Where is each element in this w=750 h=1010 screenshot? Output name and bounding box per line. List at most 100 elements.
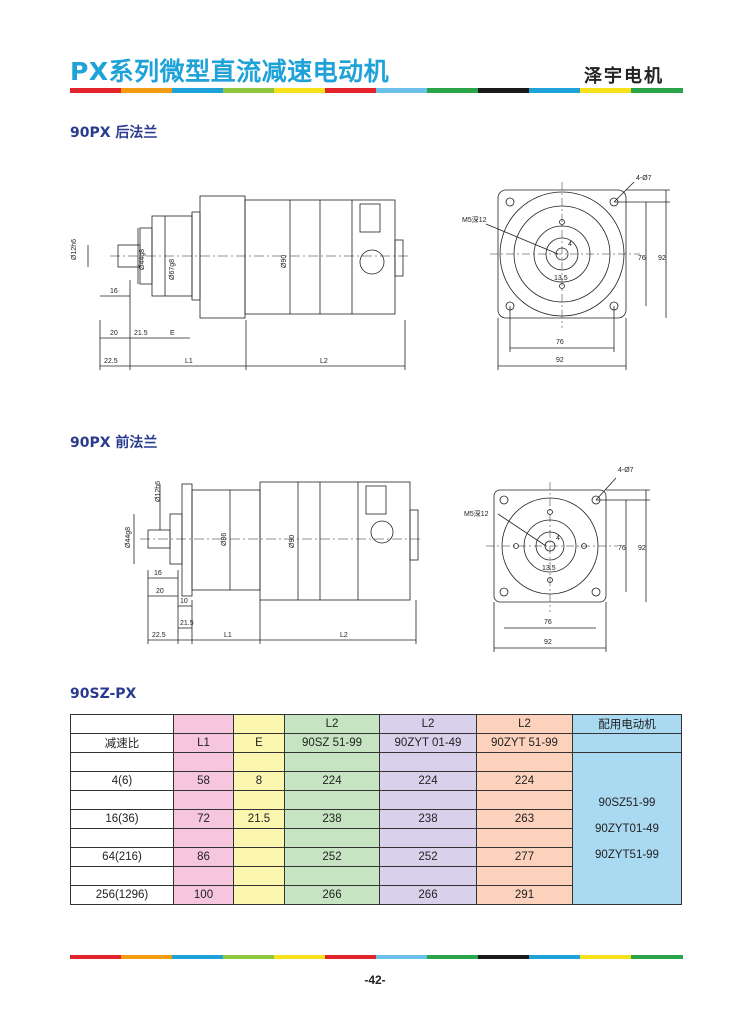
dim-e: E [170,330,175,337]
dim-20: 20 [156,588,164,595]
dim-16: 16 [110,288,118,295]
cell-l2-b: 238 [379,809,477,829]
header-cell [233,714,285,734]
dim-spigot-diameter: Ø44g8 [139,249,146,270]
stripe-segment [376,955,428,959]
cell-ratio: 64(216) [70,847,174,867]
cell-l2-b: 224 [379,771,477,791]
dim-l1: L1 [185,358,193,365]
stripe-segment [478,88,530,93]
table-row: 256(1296) 100 266 266 291 [70,885,682,905]
dim-21-5: 21.5 [180,620,194,627]
cell-l1: 58 [173,771,234,791]
header-cell-l1: L1 [173,733,234,753]
motor-list-cell: 90SZ51-99 90ZYT01-49 90ZYT51-99 [572,752,682,905]
table-header-row-1: L2 L2 L2 配用电动机 [70,714,682,734]
cell-e [233,885,285,905]
cell-l2-a: 238 [284,809,380,829]
cell-l2-c: 263 [476,809,573,829]
section-title-rear-flange: 90PX 后法兰 [70,125,158,141]
stripe-segment [580,955,632,959]
dim-13-5: 13.5 [554,275,568,282]
header-cell-blank [572,733,682,753]
header-cell-l2: L2 [284,714,380,734]
dim-l1: L1 [224,632,232,639]
stripe-segment [631,88,683,93]
dim-width-h: 92 [544,639,552,646]
stripe-segment [376,88,428,93]
front-flange-side-drawing: Ø12h6 Ø44g8 Ø86 Ø90 16 20 10 21.5 22.5 L… [125,481,420,644]
spacer-row [70,828,682,848]
header-cell-ratio: 减速比 [70,733,174,753]
dim-mounting-holes: 4-Ø7 [636,175,652,182]
stripe-segment [631,955,683,959]
cell-l2-a: 266 [284,885,380,905]
stripe-segment [325,88,377,93]
dim-key-4: 4 [556,535,560,542]
header-cell-l2: L2 [476,714,573,734]
table-header-row-2: 减速比 L1 E 90SZ 51-99 90ZYT 01-49 90ZYT 51… [70,733,682,753]
cell-l2-c: 291 [476,885,573,905]
stripe-segment [580,88,632,93]
cell-l1: 86 [173,847,234,867]
stripe-segment [274,88,326,93]
cell-e [233,847,285,867]
header-cell-e: E [233,733,285,753]
dim-mounting-holes: 4-Ø7 [618,467,634,474]
stripe-segment [172,955,224,959]
dim-hole-spacing-h: 76 [544,619,552,626]
dim-key-4: 4 [568,241,572,248]
dim-tapped-hole: M5深12 [464,509,489,518]
cell-l1: 100 [173,885,234,905]
stripe-segment [70,88,122,93]
cell-l2-a: 252 [284,847,380,867]
section-title-front-flange: 90PX 前法兰 [70,435,158,451]
cell-l2-c: 277 [476,847,573,867]
table-row: 16(36) 72 21.5 238 238 263 [70,809,682,829]
dim-flange-diameter: Ø67g8 [169,259,176,280]
header-cell-motor: 配用电动机 [572,714,682,734]
stripe-segment [274,955,326,959]
dim-10: 10 [180,598,188,605]
cell-l2-a: 224 [284,771,380,791]
dim-20: 20 [110,330,118,337]
dim-width-v: 92 [638,545,646,552]
cell-ratio: 256(1296) [70,885,174,905]
dim-width-v: 92 [658,255,666,262]
stripe-segment [121,955,173,959]
dim-spigot-diameter: Ø44g8 [125,527,132,548]
header-cell [173,714,234,734]
header-cell-model-a: 90SZ 51-99 [284,733,380,753]
front-flange-end-drawing: 4-Ø7 M5深12 4 13.5 76 92 76 92 [464,467,650,652]
cell-ratio: 16(36) [70,809,174,829]
dim-13-5: 13.5 [542,565,556,572]
dim-body-diameter: Ø90 [289,535,296,548]
header-cell-model-c: 90ZYT 51-99 [476,733,573,753]
page-number: -42- [364,973,386,987]
cell-l2-b: 252 [379,847,477,867]
dim-flange-diameter: Ø86 [221,533,228,546]
header-cell-l2: L2 [379,714,477,734]
cell-e: 8 [233,771,285,791]
table-row: 4(6) 58 8 224 224 224 [70,771,682,791]
motor-model: 90ZYT01-49 [595,822,659,835]
rear-flange-side-drawing: Ø12h6 Ø44g8 Ø67g8 Ø90 16 20 21.5 E 22.5 … [71,195,410,370]
dim-hole-spacing-v: 76 [618,545,626,552]
spec-table: L2 L2 L2 配用电动机 减速比 L1 E 90SZ 51-99 90ZYT… [70,714,682,905]
stripe-segment [529,955,581,959]
stripe-segment [121,88,173,93]
cell-l2-b: 266 [379,885,477,905]
header-cell [70,714,174,734]
stripe-segment [478,955,530,959]
dim-shaft-diameter: Ø12h6 [155,481,162,502]
cell-l1: 72 [173,809,234,829]
cell-ratio: 4(6) [70,771,174,791]
stripe-segment [223,955,275,959]
motor-model: 90SZ51-99 [598,796,656,809]
dim-body-diameter: Ø90 [281,255,288,268]
stripe-segment [325,955,377,959]
brand-name: 泽宇电机 [584,66,664,87]
dim-22-5: 22.5 [152,632,166,639]
rear-flange-end-drawing: 4-Ø7 M5深12 4 13.5 76 92 76 92 [462,175,670,370]
stripe-segment [223,88,275,93]
